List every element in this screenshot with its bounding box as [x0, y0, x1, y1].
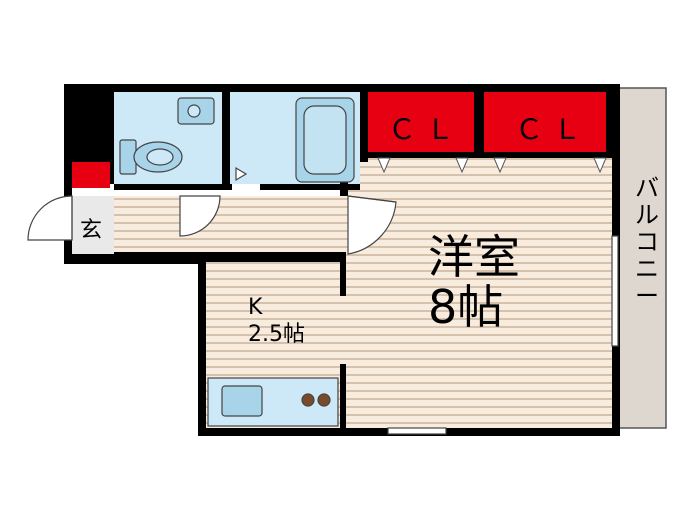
entrance-floor: [72, 196, 114, 254]
toilet-icon: [119, 97, 215, 175]
doors: [27, 195, 619, 435]
western-room-name: 洋室: [428, 230, 520, 284]
closet-left-label: ＣＬ: [388, 113, 465, 146]
entrance-label: 玄: [80, 218, 103, 243]
closet-door-marks: [377, 157, 607, 174]
kitchen-size: 2.5帖: [248, 322, 305, 347]
bathtub-icon: [235, 97, 355, 183]
closet-left-box: [368, 92, 474, 152]
kitchen-counter: [207, 377, 339, 427]
kitchen-label: K 2.5帖: [248, 294, 305, 348]
closet-right-box: [484, 92, 606, 152]
western-room-size: 8帖: [428, 280, 504, 334]
western-room-label: 洋室 8帖: [428, 232, 520, 332]
hall-floor: [114, 196, 346, 252]
balcony-label: バルコニー: [635, 174, 659, 310]
shoe-cabinet: [72, 162, 110, 188]
kitchen-name: K: [248, 295, 263, 320]
closet-right-label: ＣＬ: [515, 113, 592, 146]
balcony-area: [617, 87, 667, 429]
